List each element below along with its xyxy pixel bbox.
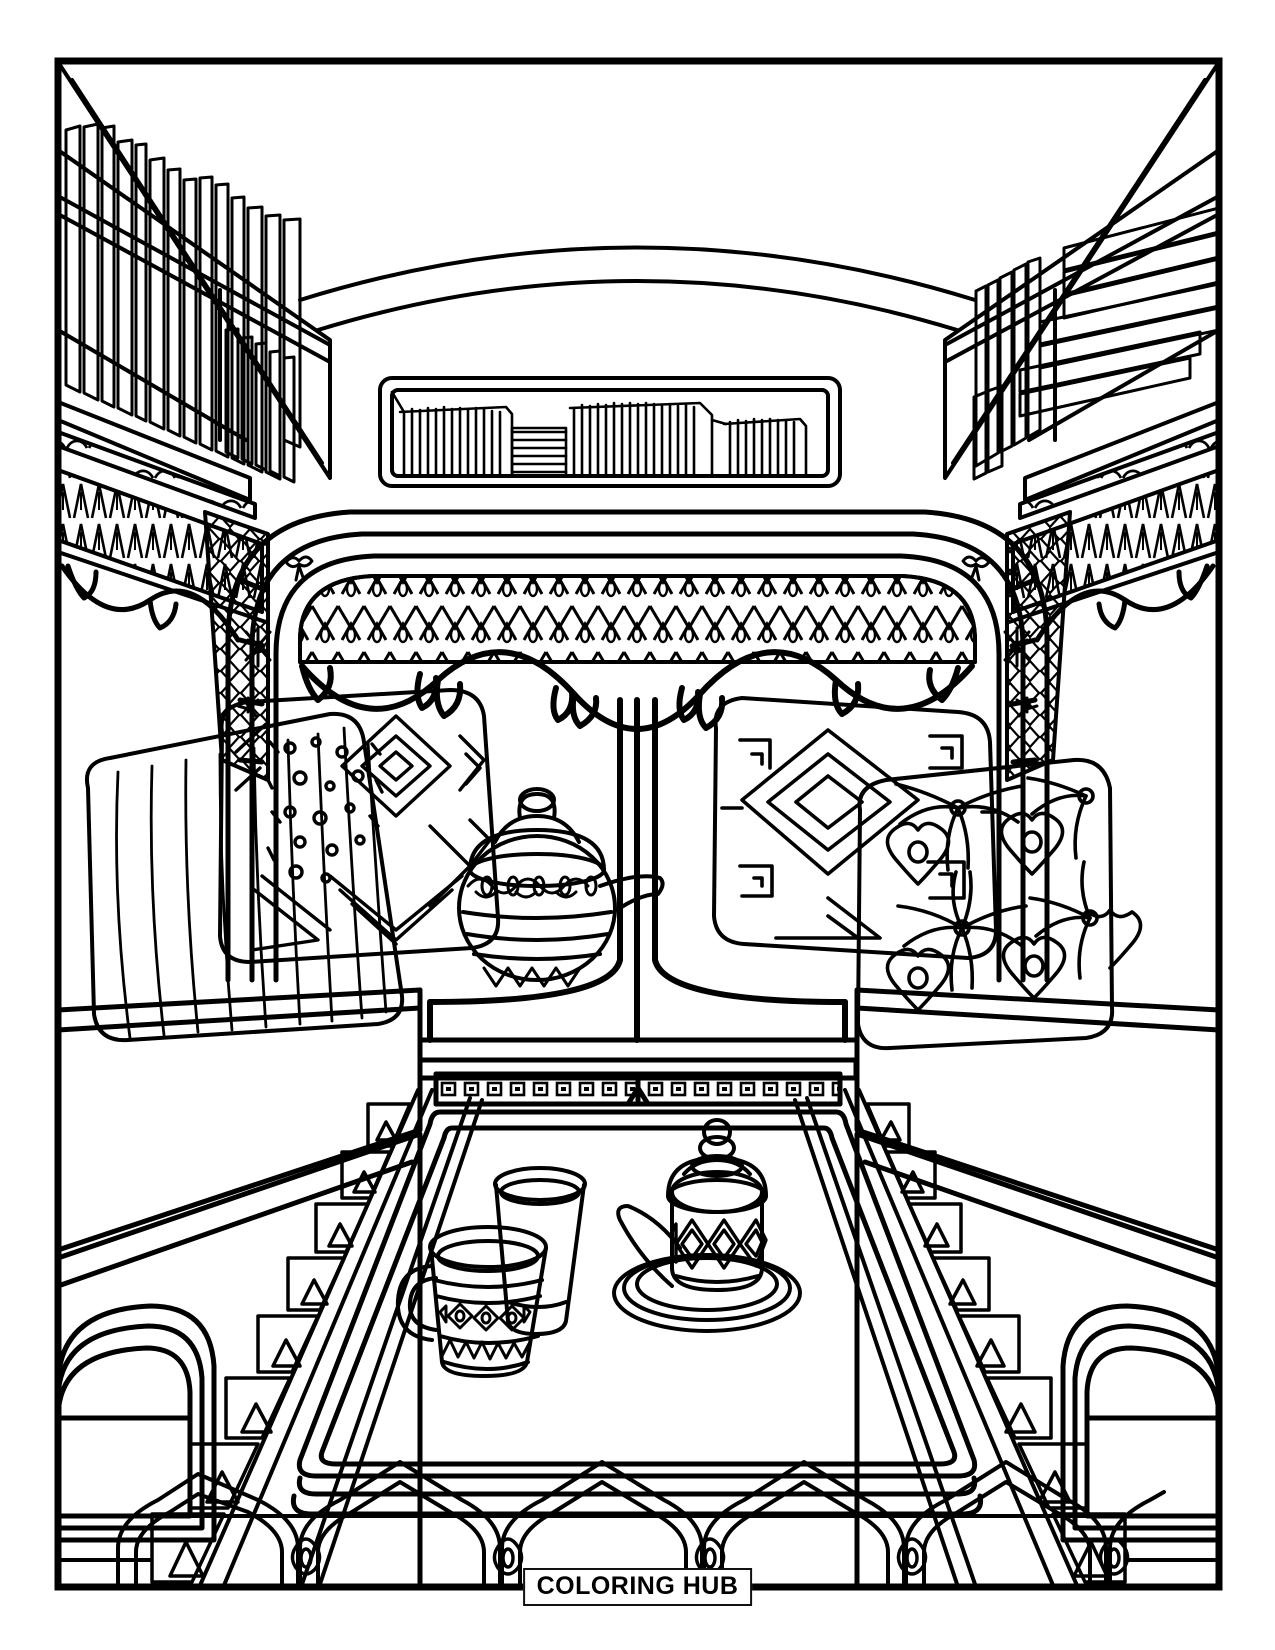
flower-icon: [284, 555, 314, 582]
left-shelf-books: [64, 122, 302, 484]
heart-icon: [1086, 908, 1143, 970]
saucer: [612, 1253, 802, 1333]
star-burst-icon-right: [1003, 626, 1031, 668]
right-wall-trim: [1005, 400, 1219, 782]
right-shelf-books: [972, 206, 1219, 481]
mug-diamond-band: [438, 1302, 532, 1332]
pillow-geometry: [234, 714, 492, 952]
heart-icon: [999, 811, 1065, 876]
pillow-left-striped: [85, 711, 405, 1043]
drinking-glass: [493, 1166, 587, 1336]
coffee-table: [290, 1057, 984, 1517]
flower-icon-right: [961, 555, 991, 582]
pillow-right-geometric: [712, 696, 998, 960]
window-frame-motifs: [236, 555, 1039, 718]
rug-front-band: [110, 1460, 1166, 1587]
left-wall-trim: [58, 400, 270, 782]
rug-teardrops: [290, 1537, 1130, 1576]
pillow-heart-pattern: [885, 776, 1143, 1012]
pillow-right-hearts: [856, 757, 1143, 1051]
star-burst-icon: [244, 626, 272, 668]
watermark-coloring-hub: COLORING HUB: [522, 1568, 753, 1606]
heart-icon: [885, 947, 951, 1012]
rug-ogee-arches: [116, 1460, 1166, 1587]
heart-icon: [1001, 935, 1067, 1000]
teapot-diamond-band: [670, 1218, 768, 1270]
right-overhead-shelf: [943, 61, 1219, 481]
pillow-left-geometric: [218, 688, 501, 964]
right-bench: [854, 987, 1219, 1587]
sprig-icon: [236, 696, 260, 718]
center-overhead-shelf: [378, 376, 842, 488]
rug-left-triangles: [150, 1102, 412, 1584]
mug-triangle-band: [440, 1338, 532, 1361]
valance-curtain: [298, 574, 977, 664]
window-panes: [427, 697, 848, 1043]
left-overhead-shelf: [58, 61, 332, 484]
arched-window: [225, 509, 1050, 983]
bench-teapot: [457, 787, 665, 988]
table-teapot: [616, 1118, 768, 1292]
heart-icon: [885, 821, 951, 886]
patterned-rug: [150, 1088, 1127, 1587]
ceiling-panel: [298, 245, 977, 332]
sprig-icon-right: [1015, 696, 1039, 718]
pillow-dots: [264, 736, 384, 884]
center-shelf-books: [390, 390, 808, 478]
tea-mug: [395, 1225, 548, 1378]
